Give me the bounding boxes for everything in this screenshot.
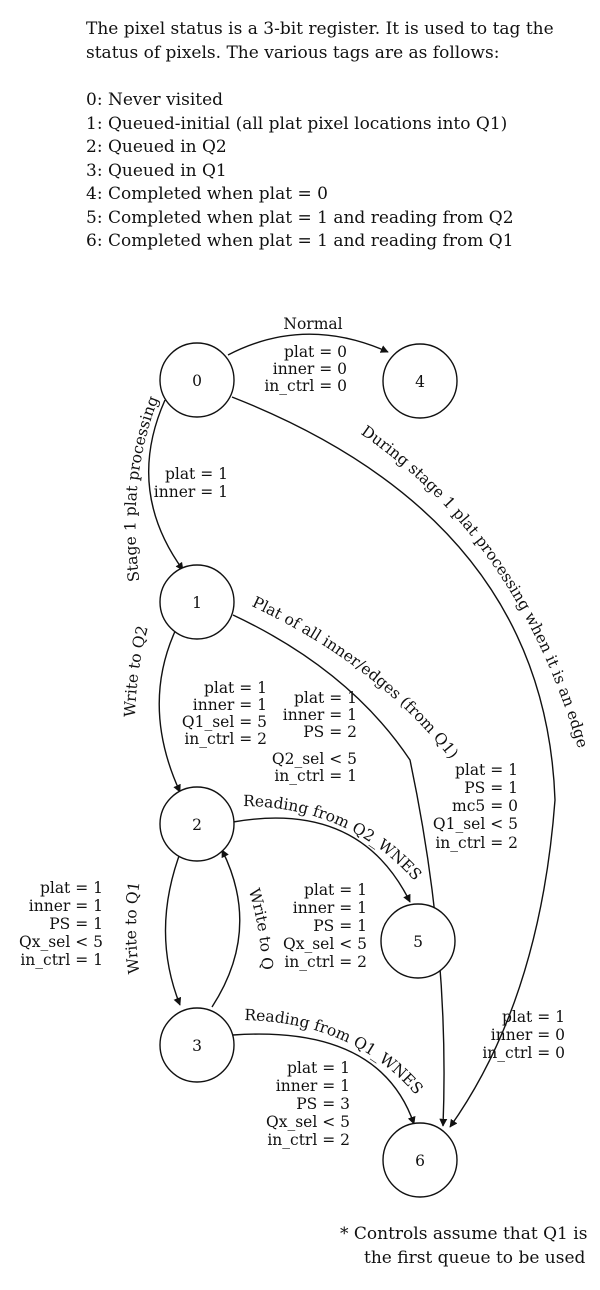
condition-line: Qx_sel < 5 xyxy=(266,1113,350,1131)
condition-line: in_ctrl = 1 xyxy=(20,951,103,969)
condition-line: Qx_sel < 5 xyxy=(283,935,367,953)
state-4: 4 xyxy=(382,343,458,419)
edge-2-to-5 xyxy=(232,817,411,903)
edge-label-write-q1: Write to Q1 xyxy=(122,880,144,975)
condition-line: inner = 0 xyxy=(273,360,347,378)
conditions-0-to-1: plat = 1 inner = 1 xyxy=(154,465,228,501)
conditions-0-to-6: plat = 1 inner = 0 in_ctrl = 0 xyxy=(482,1008,565,1062)
condition-line: inner = 1 xyxy=(283,706,357,724)
tag-item: 1: Queued-initial (all plat pixel locati… xyxy=(86,113,508,134)
condition-line: Q2_sel < 5 xyxy=(272,750,357,768)
conditions-2-to-5-a: plat = 1 inner = 1 PS = 2 xyxy=(283,689,357,741)
footnote: * Controls assume that Q1 is the first q… xyxy=(340,1222,590,1270)
edge-2-to-3 xyxy=(164,847,183,1006)
edge-0-to-6 xyxy=(231,396,556,1128)
condition-line: inner = 1 xyxy=(293,899,367,917)
condition-line: in_ctrl = 2 xyxy=(184,730,267,748)
condition-line: inner = 1 xyxy=(276,1077,350,1095)
tag-item: 0: Never visited xyxy=(86,90,224,110)
footnote-line: the first queue to be used xyxy=(364,1248,586,1268)
condition-line: PS = 2 xyxy=(303,723,357,741)
state-label: 4 xyxy=(415,373,425,391)
state-0: 0 xyxy=(159,342,235,418)
state-6: 6 xyxy=(382,1122,458,1198)
condition-line: Q1_sel = 5 xyxy=(182,713,267,731)
footnote-line: * Controls assume that Q1 is xyxy=(340,1224,588,1244)
condition-line: PS = 1 xyxy=(313,917,367,935)
tag-description: The pixel status is a 3-bit register. It… xyxy=(86,18,586,254)
condition-line: mc5 = 0 xyxy=(452,797,518,815)
conditions-0-to-4: plat = 0 inner = 0 in_ctrl = 0 xyxy=(264,343,347,395)
condition-line: in_ctrl = 2 xyxy=(435,834,518,852)
edge-label-write-q2-a: Write to Q2 xyxy=(121,624,152,718)
state-label: 0 xyxy=(192,372,202,390)
tag-item: 4: Completed when plat = 0 xyxy=(86,184,328,204)
condition-line: in_ctrl = 0 xyxy=(264,377,347,395)
state-label: 3 xyxy=(192,1037,202,1055)
edge-1-to-2 xyxy=(158,626,181,793)
edge-3-to-6 xyxy=(232,1033,416,1125)
condition-line: plat = 1 xyxy=(502,1008,565,1026)
condition-line: PS = 3 xyxy=(296,1095,350,1113)
edge-0-to-4 xyxy=(227,333,389,356)
condition-line: plat = 1 xyxy=(287,1059,350,1077)
edge-label-reading-q2: Reading from Q2_WNES xyxy=(243,792,425,884)
state-2: 2 xyxy=(159,786,235,862)
conditions-2-to-3: plat = 1 inner = 1 PS = 1 Qx_sel < 5 in_… xyxy=(19,879,103,969)
state-label: 2 xyxy=(192,816,202,834)
condition-line: Q1_sel < 5 xyxy=(433,815,518,833)
condition-line: inner = 1 xyxy=(29,897,103,915)
condition-line: in_ctrl = 2 xyxy=(267,1131,350,1149)
condition-line: plat = 0 xyxy=(284,343,347,361)
condition-line: in_ctrl = 2 xyxy=(284,953,367,971)
tag-item: 6: Completed when plat = 1 and reading f… xyxy=(86,231,514,251)
state-label: 1 xyxy=(192,594,202,612)
edge-1-to-6 xyxy=(232,614,448,1127)
condition-line: plat = 1 xyxy=(304,881,367,899)
state-label: 6 xyxy=(415,1152,425,1170)
conditions-1-to-6: plat = 1 PS = 1 mc5 = 0 Q1_sel < 5 in_ct… xyxy=(433,761,518,852)
conditions-to-5: plat = 1 inner = 1 PS = 1 Qx_sel < 5 in_… xyxy=(283,881,367,971)
state-5: 5 xyxy=(380,903,456,979)
condition-line: PS = 1 xyxy=(464,779,518,797)
edge-3-to-2 xyxy=(211,849,241,1008)
tag-list: 0: Never visited 1: Queued-initial (all … xyxy=(86,89,586,254)
condition-line: plat = 1 xyxy=(455,761,518,779)
condition-line: inner = 0 xyxy=(491,1026,565,1044)
condition-line: plat = 1 xyxy=(294,689,357,707)
condition-line: plat = 1 xyxy=(204,679,267,697)
state-3: 3 xyxy=(159,1007,235,1083)
tag-item: 3: Queued in Q1 xyxy=(86,160,227,181)
condition-line: inner = 1 xyxy=(154,483,228,501)
edge-0-to-1 xyxy=(148,399,184,571)
condition-line: plat = 1 xyxy=(40,879,103,897)
conditions-1-to-2: plat = 1 inner = 1 Q1_sel = 5 in_ctrl = … xyxy=(182,679,267,748)
conditions-3-to-6: plat = 1 inner = 1 PS = 3 Qx_sel < 5 in_… xyxy=(266,1059,350,1149)
condition-line: in_ctrl = 0 xyxy=(482,1044,565,1062)
condition-line: plat = 1 xyxy=(165,465,228,483)
state-1: 1 xyxy=(159,564,235,640)
conditions-2-to-5-b: Q2_sel < 5 in_ctrl = 1 xyxy=(272,750,357,785)
state-label: 5 xyxy=(413,933,423,951)
tag-item: 2: Queued in Q2 xyxy=(86,137,227,157)
condition-line: in_ctrl = 1 xyxy=(274,767,357,785)
condition-line: Qx_sel < 5 xyxy=(19,933,103,951)
tag-item: 5: Completed when plat = 1 and reading f… xyxy=(86,207,514,228)
edge-label-normal: Normal xyxy=(283,315,342,333)
intro-paragraph: The pixel status is a 3-bit register. It… xyxy=(86,19,554,63)
condition-line: PS = 1 xyxy=(49,915,103,933)
condition-line: inner = 1 xyxy=(193,696,267,714)
